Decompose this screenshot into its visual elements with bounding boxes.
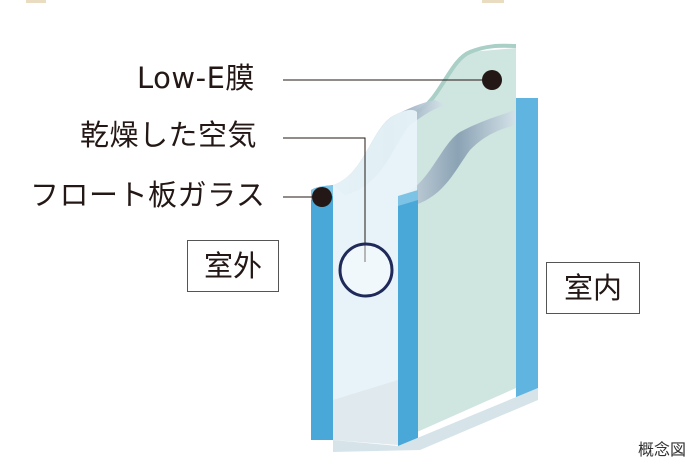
- top-decoration-left: [26, 0, 46, 3]
- spacer-bar: [398, 196, 418, 446]
- outer-pane: [311, 109, 417, 445]
- spacer-wave-2: [400, 110, 516, 205]
- outer-pane-face: [333, 109, 417, 441]
- bottom-floor: [333, 388, 538, 452]
- marker-dry-air: [338, 242, 394, 298]
- outer-pane-edge: [311, 185, 333, 440]
- inner-pane-face: [417, 48, 516, 432]
- marker-low-e: [482, 70, 502, 90]
- marker-float-glass: [312, 187, 332, 207]
- label-dry-air: 乾燥した空気: [80, 118, 258, 152]
- top-decoration-right: [482, 0, 504, 3]
- outside-label-box: 室外: [187, 240, 279, 292]
- inner-pane: [415, 43, 538, 432]
- leader-dry-air: [283, 137, 366, 262]
- outer-pane-lower-face: [333, 380, 398, 445]
- inner-pane-top-edge: [415, 43, 517, 114]
- label-float-glass: フロート板ガラス: [30, 178, 266, 212]
- label-low-e: Low-E膜: [137, 61, 255, 95]
- caption-concept-diagram: 概念図: [637, 440, 686, 459]
- inside-label-box: 室内: [546, 262, 640, 314]
